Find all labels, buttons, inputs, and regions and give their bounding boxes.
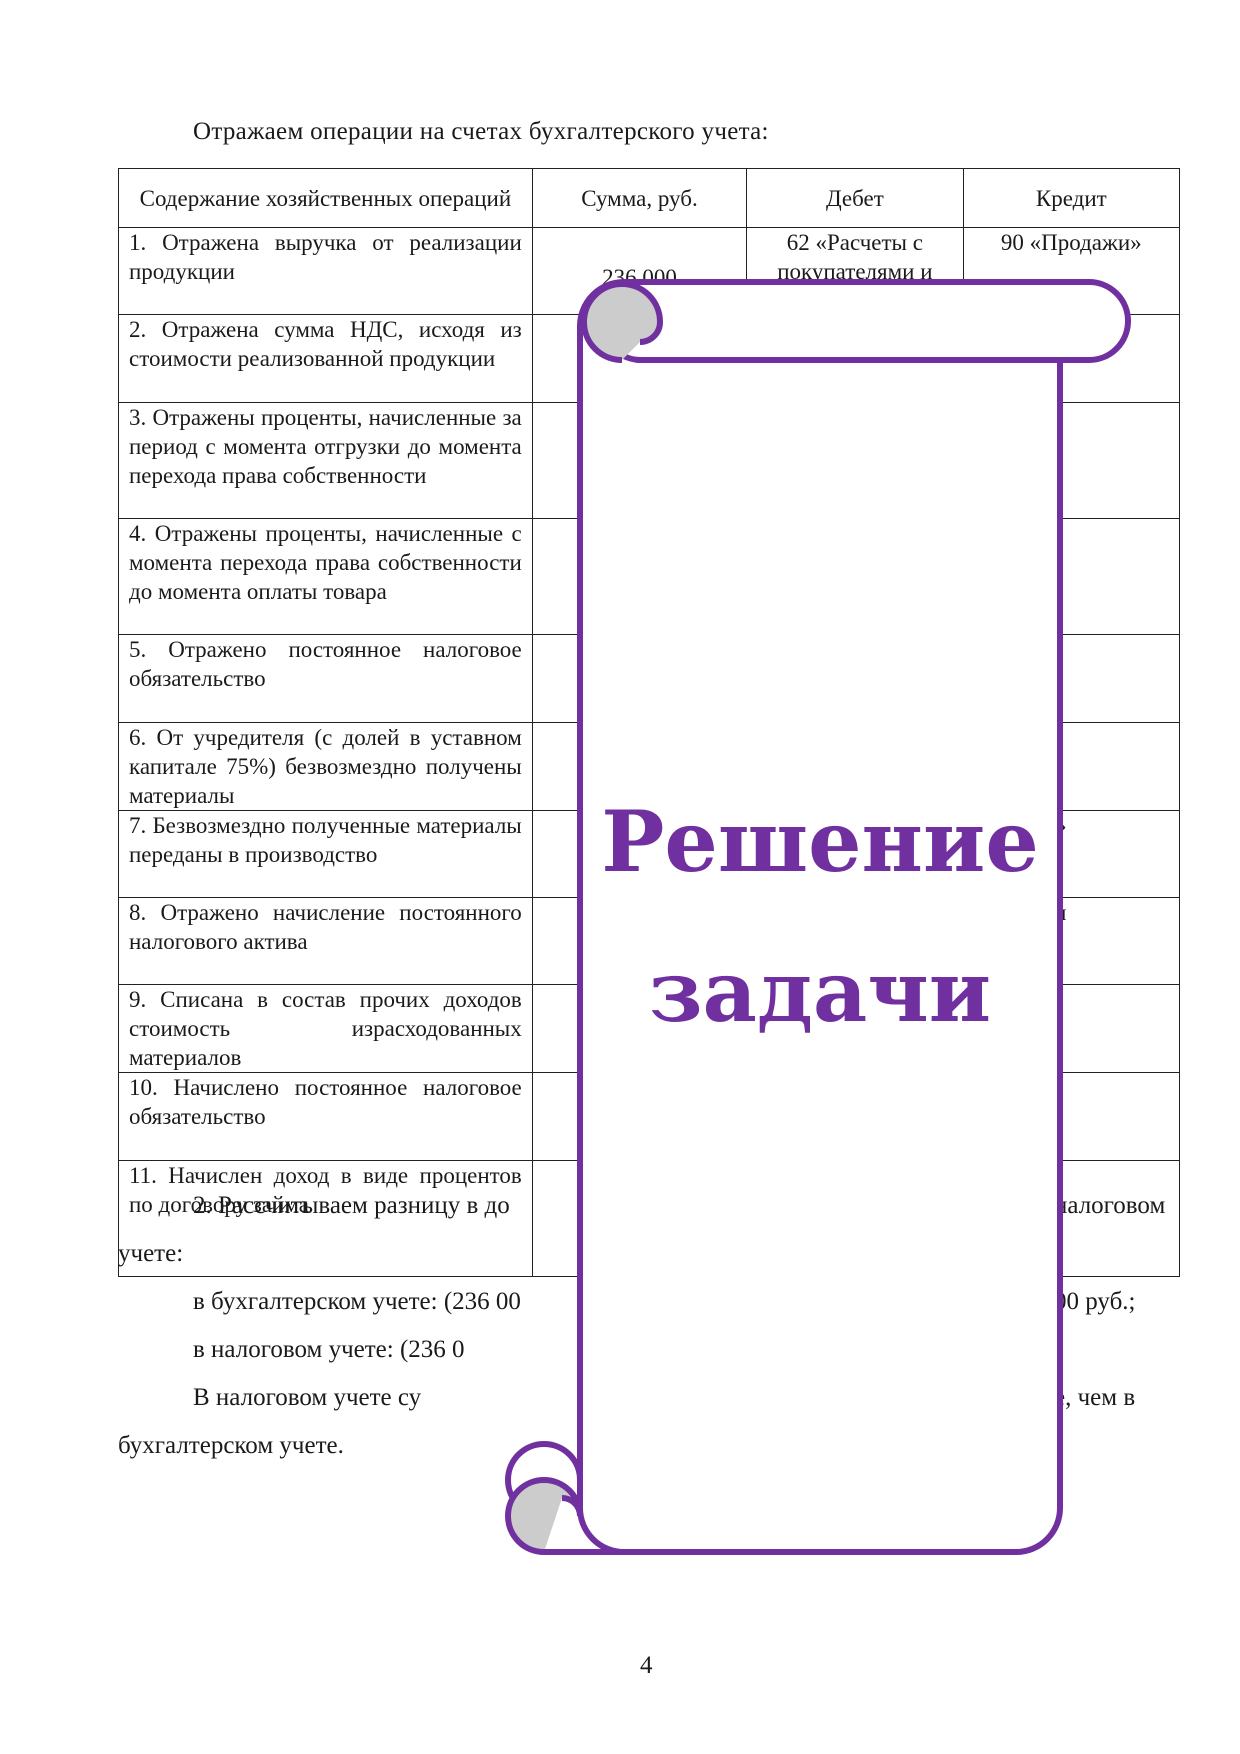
operation-description: 2. Отражена сумма НДС, исходя из стоимос… — [118, 314, 533, 403]
operation-debit — [746, 984, 964, 1073]
operation-sum — [531, 634, 748, 723]
operation-debit — [746, 897, 964, 985]
accounting-calc-start: в бухгалтерском учете: (236 00 — [193, 1288, 521, 1315]
header-sum: Сумма, руб. — [531, 168, 748, 228]
operation-credit: 90 «Продажи» — [962, 227, 1181, 315]
operation-description: 6. От учредителя (с долей в уставном кап… — [118, 722, 533, 811]
operation-credit: Прочие оды и ходы» — [962, 518, 1181, 635]
operation-sum — [531, 1072, 748, 1161]
header-description: Содержание хозяйственных операций — [118, 168, 533, 228]
operation-debit — [746, 518, 964, 635]
operation-description: 4. Отражены проценты, начисленные с моме… — [118, 518, 533, 635]
table-row: 9. Списана в состав прочих доходов стоим… — [118, 984, 1181, 1073]
operation-credit: счеты по огам и орам» — [962, 634, 1181, 723]
operation-description: 1. Отражена выручка от реализации продук… — [118, 227, 533, 315]
table-row: 10. Начислено постоянное налоговое обяза… — [118, 1072, 1181, 1161]
operation-description: 9. Списана в состав прочих доходов стоим… — [118, 984, 533, 1073]
operation-sum — [531, 810, 748, 898]
table-row: 5. Отражено постоянное налоговое обязате… — [118, 634, 1181, 723]
tax-calc-start: в налоговом учете: (236 0 — [193, 1336, 465, 1363]
operation-sum — [531, 402, 748, 519]
table-row: 4. Отражены проценты, начисленные с моме… — [118, 518, 1181, 635]
operation-debit — [746, 1072, 964, 1161]
table-header-row: Содержание хозяйственных операций Сумма,… — [118, 168, 1181, 228]
operation-credit: родажи» — [962, 402, 1181, 519]
operation-sum — [531, 984, 748, 1073]
operation-credit: счеты по огам и орам» — [962, 1072, 1181, 1161]
header-debit: Дебет — [746, 168, 964, 228]
conclusion-line2: бухгалтерском учете. — [118, 1432, 344, 1459]
page-number: 4 — [640, 1652, 653, 1679]
table-row: 2. Отражена сумма НДС, исходя из стоимос… — [118, 314, 1181, 403]
conclusion-start: В налоговом учете су — [193, 1384, 422, 1411]
operation-sum: 236 000 — [531, 227, 748, 315]
table-row: 8. Отражено начисление постоянного налог… — [118, 897, 1181, 985]
intro-text: Отражаем операции на счетах бухгалтерско… — [193, 118, 769, 145]
operation-description: 8. Отражено начисление постоянного налог… — [118, 897, 533, 985]
operation-description: 10. Начислено постоянное налоговое обяза… — [118, 1072, 533, 1161]
conclusion-end: е, чем в — [1054, 1384, 1136, 1411]
paragraph-2-end: налоговом — [1054, 1192, 1166, 1219]
operation-debit — [746, 314, 964, 403]
operations-table: Содержание хозяйственных операций Сумма,… — [118, 168, 1181, 1277]
operation-description: 3. Отражены проценты, начисленные за пер… — [118, 402, 533, 519]
table-row: 1. Отражена выручка от реализации продук… — [118, 227, 1181, 315]
operation-credit: Прочие оды и ходы» — [962, 984, 1181, 1073]
operation-description: 5. Отражено постоянное налоговое обязате… — [118, 634, 533, 723]
paragraph-2-line2: учете: — [118, 1240, 184, 1267]
accounting-calc-end: 00 руб.; — [1054, 1288, 1136, 1315]
operation-credit: рибыли и тки» — [962, 897, 1181, 985]
operation-debit — [746, 634, 964, 723]
paragraph-2-start: 2. Рассчитываем разницу в до — [193, 1192, 510, 1219]
table-row: 7. Безвозмездно полученные материалы пер… — [118, 810, 1181, 898]
operation-debit — [746, 810, 964, 898]
operation-sum — [531, 1160, 748, 1277]
header-credit: Кредит — [962, 168, 1181, 228]
operation-description: 7. Безвозмездно полученные материалы пер… — [118, 810, 533, 898]
operation-sum — [531, 897, 748, 985]
operation-credit: о огам и орам» — [962, 314, 1181, 403]
operation-debit — [746, 402, 964, 519]
operation-debit — [746, 722, 964, 811]
operation-sum — [531, 722, 748, 811]
operation-credit: териалы» — [962, 810, 1181, 898]
operation-sum — [531, 518, 748, 635]
operation-debit: 62 «Расчеты с покупателями и — [746, 227, 964, 315]
operation-description: 11. Начислен доход в виде процентов по д… — [118, 1160, 533, 1277]
table-row: 3. Отражены проценты, начисленные за пер… — [118, 402, 1181, 519]
operation-sum — [531, 314, 748, 403]
operation-debit — [746, 1160, 964, 1277]
operation-credit: Доходы ущих одов» — [962, 722, 1181, 811]
table-row: 6. От учредителя (с долей в уставном кап… — [118, 722, 1181, 811]
